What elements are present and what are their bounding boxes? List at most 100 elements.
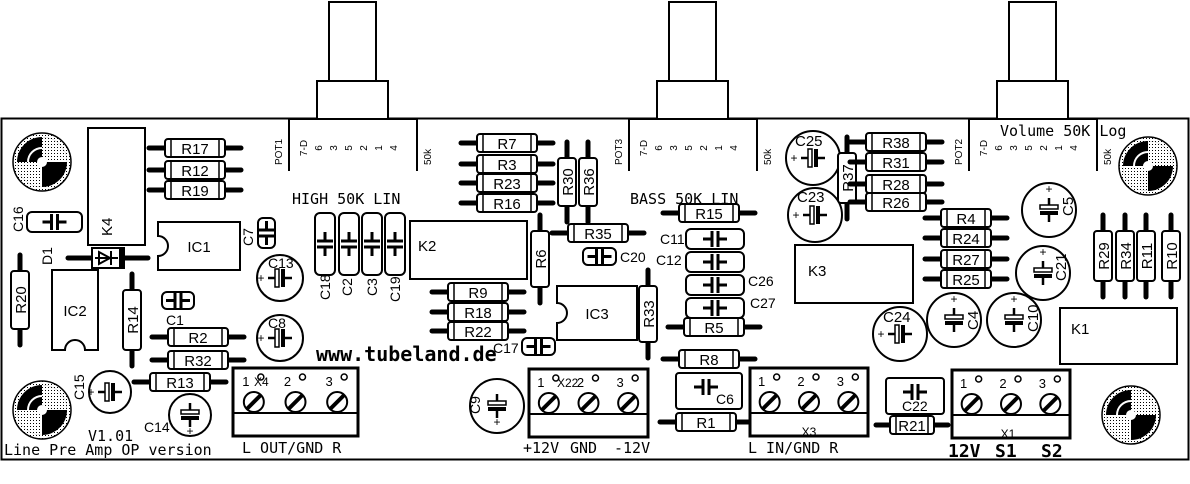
electrolytic-cap-c24: +C24: [872, 306, 928, 362]
mounting-hole-top-left: [12, 132, 72, 192]
film-cap-c11: C11: [660, 228, 745, 250]
resistor-r28: R28: [847, 174, 945, 194]
resistor-label: R13: [166, 375, 194, 392]
resistor-r12: R12: [146, 160, 244, 180]
resistor-r3: R3: [458, 154, 556, 174]
ic-ic3: IC3: [556, 285, 638, 341]
terminal-label: L IN/GND R: [748, 439, 839, 457]
resistor-label: R21: [898, 418, 926, 435]
resistor-r29: R29: [1093, 212, 1113, 300]
resistor-label: R11: [1139, 243, 1156, 269]
resistor-label: R30: [560, 168, 577, 196]
resistor-r20: R20: [10, 252, 30, 348]
electrolytic-cap-c14: +C14: [144, 393, 212, 438]
terminal-label: GND: [570, 439, 597, 457]
pot-pin: 7-D: [979, 140, 990, 156]
cap-label: C8: [268, 315, 286, 331]
resistor-label: R3: [497, 157, 516, 174]
film-cap-c26: C26: [685, 273, 774, 296]
pot-pin: 3: [329, 145, 340, 151]
resistor-r14: R14: [122, 271, 142, 369]
terminal-pin-number: 3: [617, 375, 624, 390]
resistor-label: R9: [468, 285, 487, 302]
resistor-label: R25: [952, 272, 980, 289]
board-title: Line Pre Amp OP version: [4, 441, 212, 459]
resistor-r21: R21: [873, 415, 951, 435]
resistor-r15: R15: [660, 203, 758, 223]
film-cap-c22: C22: [885, 377, 945, 415]
pot-pin: 6: [654, 145, 665, 151]
resistor-label: R12: [181, 163, 209, 180]
resistor-label: R28: [882, 177, 910, 194]
pot-value: 50k: [423, 148, 434, 165]
pot-value: 50k: [1103, 148, 1114, 165]
resistor-label: R24: [952, 231, 980, 248]
terminal-pin-number: 3: [326, 374, 333, 389]
terminal-ref: X1: [1001, 427, 1016, 441]
resistor-r24: R24: [922, 228, 1010, 248]
mounting-hole-top-right: [1118, 136, 1178, 196]
resistor-label: R14: [125, 306, 142, 334]
resistor-label: R26: [882, 195, 910, 212]
pot-pin: 7-D: [299, 140, 310, 156]
film-cap-c17: C17: [493, 337, 556, 356]
pot-value: 50k: [763, 148, 774, 165]
cap-label: C17: [493, 340, 519, 356]
cap-label: C4: [965, 311, 982, 330]
film-cap-c20: C20: [582, 247, 646, 266]
resistor-r10: R10: [1161, 212, 1181, 300]
pot-pin: 4: [1069, 145, 1080, 151]
cap-label: C16: [10, 206, 26, 232]
resistor-label: R33: [641, 300, 658, 328]
cap-label: C25: [795, 133, 823, 150]
cap-label: C7: [240, 228, 256, 246]
film-cap-c18: C18: [314, 212, 336, 300]
relay-label: K1: [1071, 321, 1089, 338]
ic-ic1: IC1: [157, 221, 241, 271]
plus-sign: +: [257, 271, 264, 285]
plus-sign: +: [87, 385, 94, 399]
ic-ic2: IC2: [51, 269, 99, 351]
relay-k3: K3: [794, 244, 914, 304]
resistor-label: R17: [181, 141, 209, 158]
resistor-label: R19: [181, 183, 209, 200]
mounting-hole-bottom-right: [1101, 385, 1161, 445]
electrolytic-cap-c25: +C25: [785, 130, 841, 186]
terminal-pin-number: 1: [537, 375, 544, 390]
resistor-r7: R7: [458, 133, 556, 153]
website-url: www.tubeland.de: [316, 342, 497, 366]
resistor-r6: R6: [530, 212, 550, 306]
film-cap-c16: C16: [10, 206, 83, 233]
plus-sign: +: [877, 327, 884, 341]
resistor-r2: R2: [149, 327, 247, 347]
resistor-label: R2: [188, 330, 207, 347]
pot-caption: HIGH 50K LIN: [292, 190, 400, 208]
resistor-r35: R35: [549, 223, 647, 243]
pot-ref: POT3: [614, 138, 625, 165]
mounting-hole-bottom-left: [12, 380, 72, 440]
resistor-r22: R22: [429, 321, 527, 341]
resistor-label: R15: [695, 206, 723, 223]
film-cap-c6: C6: [675, 372, 743, 410]
diode-label: D1: [39, 247, 55, 265]
resistor-r18: R18: [429, 302, 527, 322]
plus-sign: +: [1010, 292, 1017, 306]
terminal-pin-number: 2: [999, 376, 1006, 391]
pot-ref: POT1: [274, 138, 285, 165]
relay-label: K4: [99, 218, 116, 236]
cap-label: C3: [364, 278, 380, 296]
film-cap-c12: C12: [656, 251, 745, 273]
electrolytic-cap-c4: +C4: [926, 292, 982, 348]
pot-pin: 5: [344, 145, 355, 151]
resistor-r23: R23: [458, 173, 556, 193]
terminal-pin-number: 1: [960, 376, 967, 391]
board-title: Line Pre Amp OP version: [4, 441, 212, 459]
terminal-ref: X4: [254, 375, 269, 389]
pot-pin: 5: [684, 145, 695, 151]
resistor-r32: R32: [149, 350, 247, 370]
resistor-label: R32: [184, 353, 212, 370]
resistor-r1: R1: [657, 412, 755, 432]
